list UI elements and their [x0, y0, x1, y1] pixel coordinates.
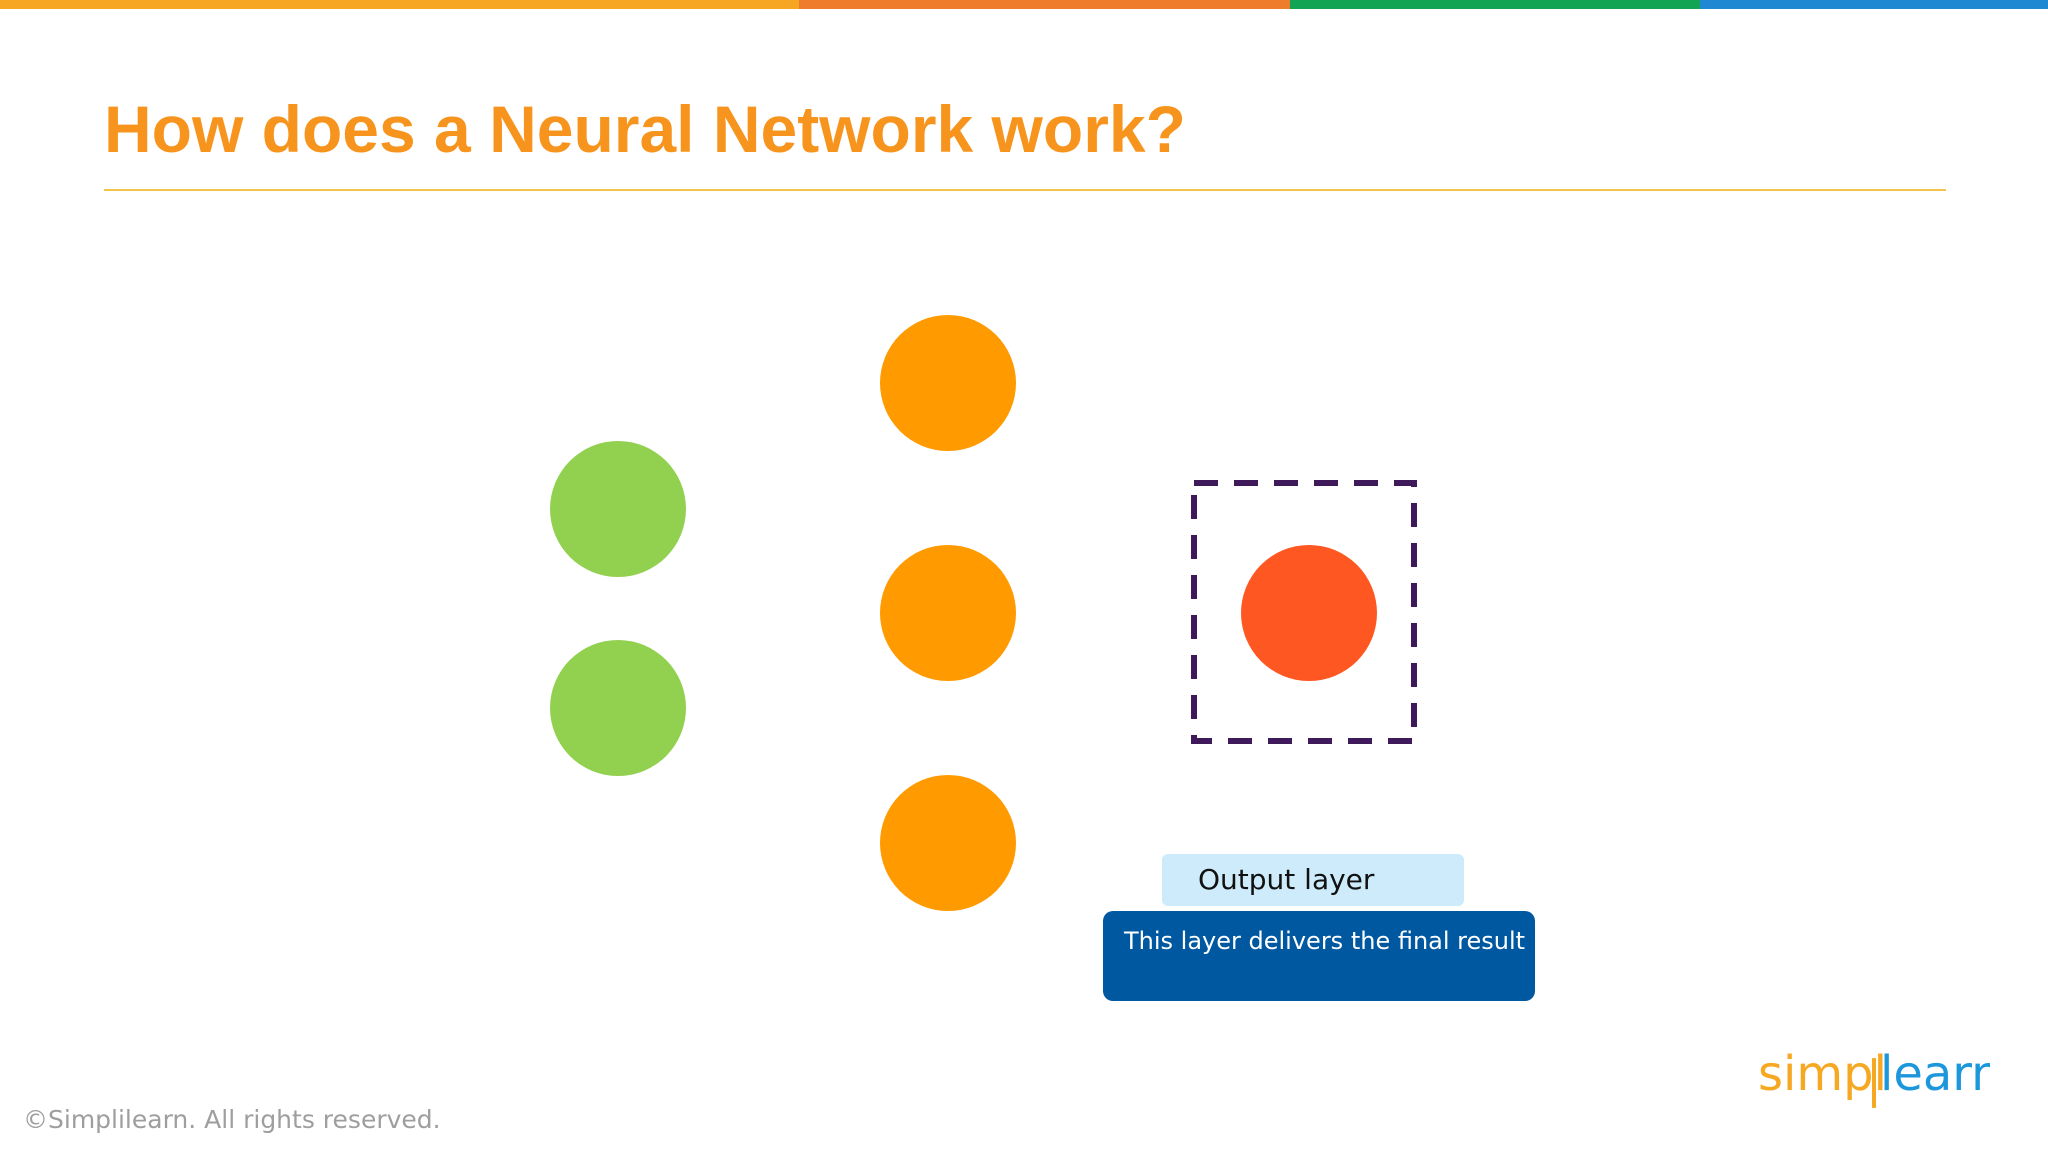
output-layer-description: This layer delivers the final result	[1103, 911, 1535, 1001]
top-bar-segment-3	[1290, 0, 1700, 9]
hidden-layer	[880, 315, 1016, 911]
output-layer	[1241, 545, 1377, 681]
logo-divider	[1872, 1058, 1876, 1108]
hidden-node-2	[880, 545, 1016, 681]
top-color-bar	[0, 0, 2048, 9]
input-node-2	[550, 640, 686, 776]
hidden-node-3	[880, 775, 1016, 911]
logo-text-left: simpl	[1758, 1046, 1887, 1102]
top-bar-segment-2	[798, 0, 1291, 9]
top-bar-segment-1	[0, 0, 799, 9]
input-layer	[550, 441, 686, 776]
output-node-1	[1241, 545, 1377, 681]
hidden-node-1	[880, 315, 1016, 451]
logo-text-right: learn	[1880, 1046, 1990, 1102]
title-divider	[104, 189, 1946, 191]
output-layer-label: Output layer	[1162, 854, 1464, 906]
input-node-1	[550, 441, 686, 577]
slide-title: How does a Neural Network work?	[104, 92, 1186, 166]
copyright-notice: ©Simplilearn. All rights reserved.	[23, 1105, 441, 1134]
top-bar-segment-4	[1699, 0, 2048, 9]
simplilearn-logo: simpl learn	[1758, 1046, 1990, 1108]
